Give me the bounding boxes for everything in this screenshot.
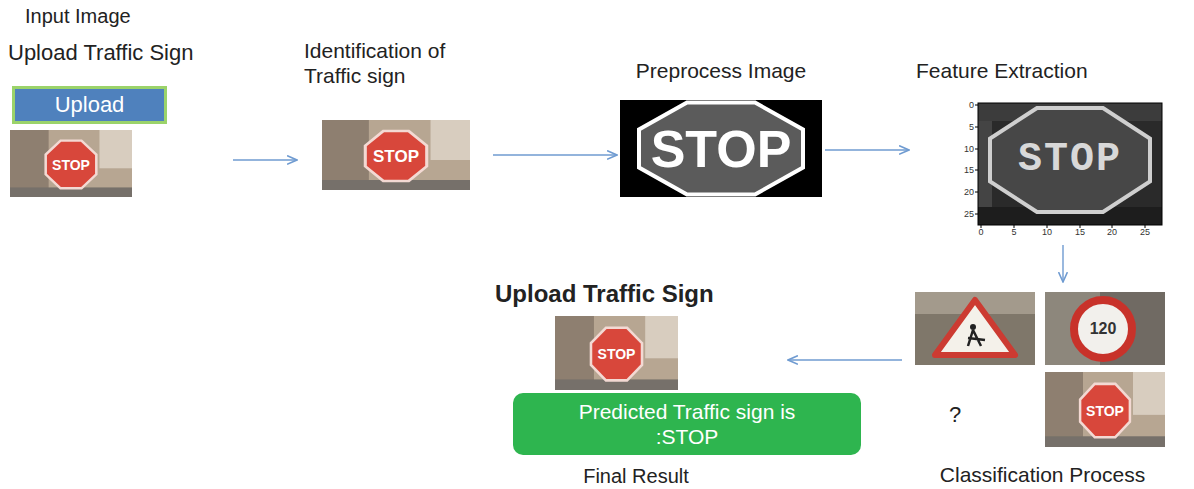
sign-text: STOP [373, 148, 419, 165]
upload-button: Upload [12, 86, 167, 124]
sign-photo [555, 316, 678, 390]
axis-tick-label: 0 [969, 101, 974, 110]
input-stage: Input ImageUpload Traffic SignUpload [8, 4, 230, 200]
sign-text: 120 [1090, 321, 1117, 337]
axis-tick-label: 15 [1075, 228, 1085, 237]
stage-caption: Preprocess Image [620, 58, 822, 83]
warning-figure [968, 330, 985, 346]
flow-arrow [493, 154, 617, 155]
photo-ground [915, 292, 1035, 365]
axis-tick-label: 20 [964, 188, 974, 197]
stage-caption: Identification of Traffic sign [300, 38, 490, 88]
button-label: Upload [55, 92, 125, 118]
result-box: Predicted Traffic sign is :STOP [513, 393, 861, 455]
feature-plot [975, 103, 1162, 228]
warning-figure [970, 324, 976, 330]
sign-text: STOP [52, 158, 90, 172]
plot-image [978, 103, 1162, 225]
sign-photo [10, 130, 132, 197]
preprocessed-sign [620, 100, 822, 197]
sign-photo [322, 120, 470, 190]
stage-panel: Upload Traffic Sign [495, 280, 785, 392]
flow-arrow [233, 159, 297, 160]
axis-tick-label: 25 [1140, 228, 1150, 237]
stage-caption: Feature Extraction [912, 58, 1177, 83]
image-ground [620, 100, 822, 197]
flow-arrow [825, 149, 909, 150]
sign-text: STOP [651, 123, 792, 175]
axis-tick-label: 5 [1011, 228, 1016, 237]
stage-caption: Classification Process [940, 462, 1145, 487]
flow-arrow [788, 359, 902, 360]
plot-frame [978, 103, 1162, 225]
result-heading: Upload Traffic Sign [495, 280, 785, 309]
stop-sign-shape [639, 103, 803, 195]
axis-tick-label: 20 [1107, 228, 1117, 237]
stage-caption: Final Result [583, 466, 689, 486]
sign-text: STOP [1018, 140, 1122, 180]
warning-photo [915, 292, 1035, 365]
flow-arrow [1062, 245, 1063, 282]
speed-sign-shape [1074, 300, 1132, 358]
axis-tick-label: 25 [964, 210, 974, 219]
warning-sign-shape [935, 300, 1015, 355]
sign-text: STOP [1086, 404, 1124, 418]
axis-tick-label: 15 [964, 166, 974, 175]
photo-ground [1045, 292, 1165, 365]
unknown-mark: ? [949, 404, 961, 426]
stop-sign-shape [990, 108, 1150, 212]
stage-panel: Classification Process [905, 285, 1180, 487]
axis-ticks [975, 105, 1145, 228]
axis-tick-label: 5 [969, 123, 974, 132]
sign-text: STOP [598, 347, 636, 361]
axis-tick-label: 10 [964, 145, 974, 154]
upload-heading: Upload Traffic Sign [8, 40, 230, 66]
axis-tick-label: 10 [1042, 228, 1052, 237]
speed-photo [1045, 292, 1165, 365]
stage-panel: Identification of Traffic sign [300, 38, 490, 196]
sign-photo [1045, 372, 1165, 447]
result-text: Predicted Traffic sign is :STOP [553, 399, 821, 449]
stage-caption: Input Image [8, 4, 230, 28]
axis-tick-label: 0 [978, 228, 983, 237]
